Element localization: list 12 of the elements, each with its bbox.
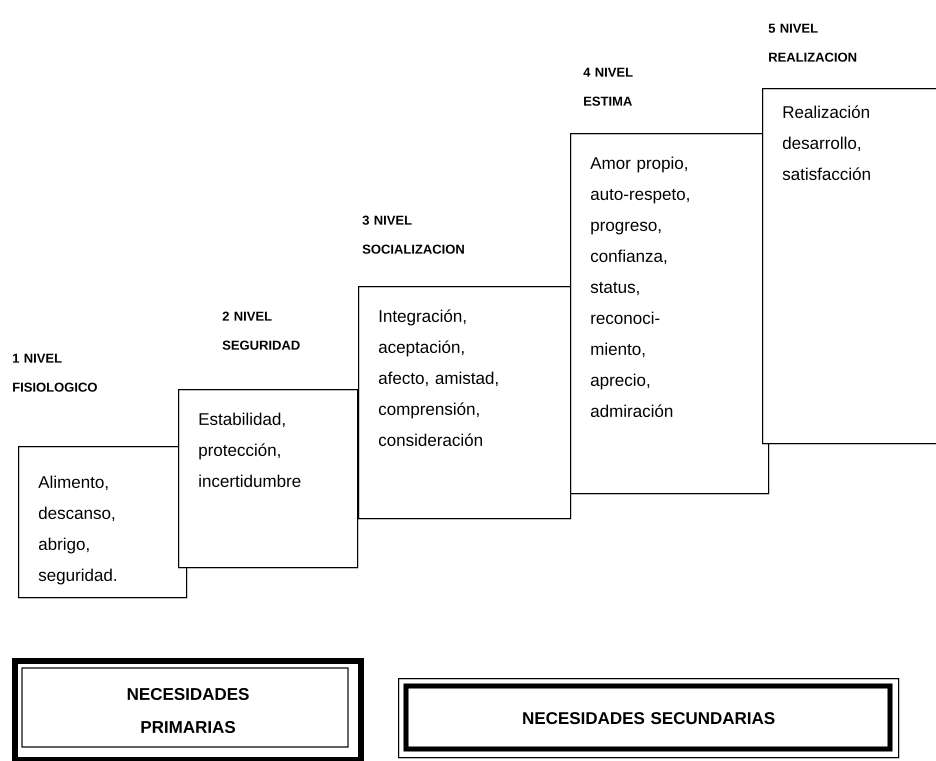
body-text: Alimento, descanso, abrigo, seguridad.	[38, 476, 116, 584]
level-heading: 3 NIVEL SOCIALIZACION	[362, 216, 464, 254]
body-text: Realización desarrollo, satisfacción	[782, 105, 870, 180]
body-text: Amor propio, auto-respeto, progreso, confianza, status, reconoci- miento, aprecio, admiración	[590, 156, 689, 418]
level-heading: 4 NIVEL ESTIMA	[583, 68, 633, 106]
level-heading: 5 NIVEL REALIZACION	[768, 24, 856, 62]
level-heading: 1 NIVEL FISIOLOGICO	[13, 354, 97, 392]
needs-box: NECESIDADES PRIMARIAS	[12, 658, 364, 761]
level-heading: 2 NIVEL SEGURIDAD	[222, 312, 300, 350]
needs-box: NECESIDADES SECUNDARIAS	[398, 678, 900, 758]
body-text: Integración, aceptación, afecto, amistad, comprensión, consideración	[378, 309, 498, 446]
body-text: Estabilidad, protección, incertidumbre	[199, 412, 300, 488]
